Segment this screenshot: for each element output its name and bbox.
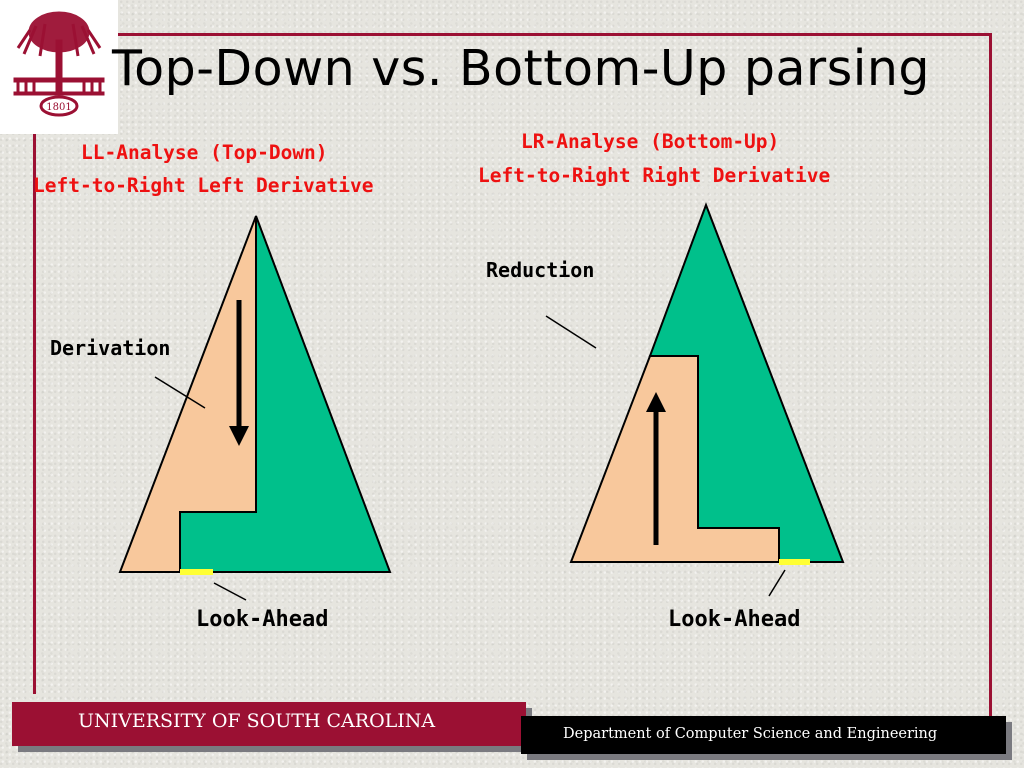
reduction-label: Reduction [486,258,595,282]
svg-text:1801: 1801 [46,102,71,113]
lr-parse-tree-triangle [545,202,845,597]
ll-parse-tree-triangle [118,215,392,601]
lr-heading-line1: LR-Analyse (Bottom-Up) [521,130,780,153]
lr-reduced-region [569,355,780,563]
department-name: Department of Computer Science and Engin… [563,726,938,742]
frame-left-line [33,134,36,694]
ll-heading-line2: Left-to-Right Left Derivative [33,174,374,197]
derivation-pointer-line [154,376,206,409]
derivation-label: Derivation [50,336,171,360]
lr-lookahead-label: Look-Ahead [668,607,801,632]
reduction-pointer-line [545,315,597,349]
lr-heading-line2: Left-to-Right Right Derivative [478,164,831,187]
palmetto-seal-icon: 1801 [13,11,105,117]
university-footer-banner: UNIVERSITY OF SOUTH CAROLINA [12,702,526,746]
frame-right-line [989,33,992,721]
ll-heading-line1: LL-Analyse (Top-Down) [81,141,328,164]
university-logo: 1801 [0,0,118,134]
university-name: UNIVERSITY OF SOUTH CAROLINA [78,710,436,732]
ll-unparsed-region [179,215,392,573]
department-footer-banner: Department of Computer Science and Engin… [521,716,1006,754]
frame-top-line [118,33,992,36]
ll-lookahead-pointer-line [213,582,247,601]
ll-lookahead-label: Look-Ahead [196,607,329,632]
lr-lookahead-pointer-line [768,569,786,597]
slide-title: Top-Down vs. Bottom-Up parsing [112,40,930,97]
